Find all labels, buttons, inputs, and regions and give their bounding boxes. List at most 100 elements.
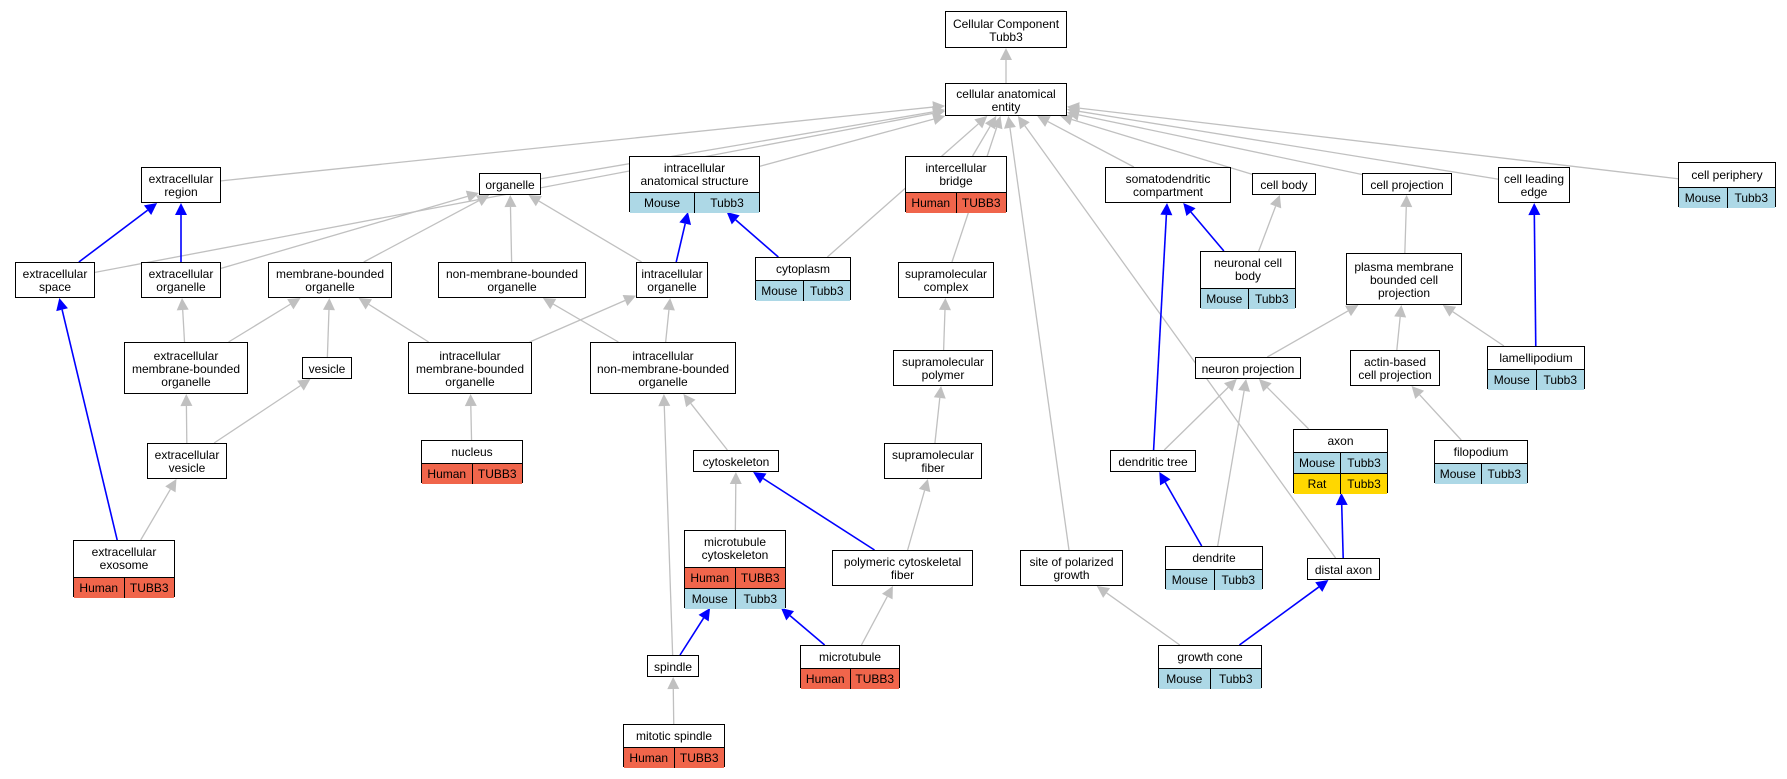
arrowhead <box>165 479 177 493</box>
species-cell: Rat <box>1294 474 1340 494</box>
node-label: cell periphery <box>1691 167 1763 182</box>
edge-lamelli-to-leading <box>1533 214 1537 347</box>
node-label: microtubule <box>818 649 882 664</box>
arrowhead <box>881 586 893 600</box>
arrowhead <box>918 479 931 493</box>
gene-cell: TUBB3 <box>123 578 174 598</box>
gene-cell: Tubb3 <box>1726 188 1775 208</box>
species-cell: Human <box>685 568 735 588</box>
node-polgrowth: site of polarized growth <box>1020 550 1123 586</box>
arrowhead <box>622 294 636 306</box>
node-label: cytoskeleton <box>702 454 770 469</box>
node-label: extracellular membrane-bounded organelle <box>131 348 241 389</box>
arrowhead <box>1315 580 1329 592</box>
edge-nmbo-to-organelle <box>509 206 513 263</box>
arrowhead <box>175 203 187 215</box>
edge-intorg-to-organelle <box>538 200 642 263</box>
edge-cellbody-to-cae <box>1071 118 1253 175</box>
species-cell: Mouse <box>756 281 803 301</box>
edge-actin-to-pmbcp <box>1396 316 1401 351</box>
gene-cell: TUBB3 <box>471 464 522 484</box>
node-label: vesicle <box>308 361 346 376</box>
species-cell: Human <box>74 578 124 598</box>
node-label: neuronal cell body <box>1213 256 1283 283</box>
gene-cell: TUBB3 <box>673 748 724 768</box>
node-label: intracellular anatomical structure <box>640 160 749 188</box>
node-leading: cell leading edge <box>1498 167 1570 203</box>
node-label: nucleus <box>451 444 493 459</box>
node-label: neuron projection <box>1201 361 1295 376</box>
edge-dendrite-to-dtree <box>1164 482 1203 547</box>
gene-cell: Tubb3 <box>1247 289 1295 309</box>
node-dtree: dendritic tree <box>1110 450 1196 472</box>
node-label: intracellular non-membrane-bounded organ… <box>596 348 730 389</box>
edge-imbo-to-intorg <box>529 299 626 343</box>
edge-ibridge-to-cae <box>972 125 991 157</box>
node-distaxon: distal axon <box>1307 558 1380 580</box>
edge-filo-to-actin <box>1419 394 1462 441</box>
species-cell: Mouse <box>630 193 694 213</box>
arrowhead <box>528 195 542 207</box>
species-cell: Mouse <box>685 589 735 609</box>
node-label: extracellular region <box>148 172 214 199</box>
node-label: Cellular Component Tubb3 <box>952 16 1060 44</box>
gene-cell: Tubb3 <box>802 281 850 301</box>
edge-intorg-to-ias <box>675 223 686 263</box>
species-cell: Mouse <box>1435 464 1481 484</box>
arrowhead <box>1394 305 1407 318</box>
node-label: supramolecular complex <box>904 267 988 294</box>
edge-somato-to-cae <box>1047 121 1135 168</box>
arrowhead <box>475 195 490 206</box>
node-label: cytoplasm <box>775 261 831 276</box>
edge-dendrite-to-nproj <box>1217 390 1245 547</box>
arrowhead <box>781 608 795 621</box>
edge-embo-to-mbo <box>228 303 291 343</box>
arrowhead <box>1160 203 1173 216</box>
node-label: site of polarized growth <box>1029 555 1114 582</box>
arrowhead <box>465 190 479 203</box>
arrowhead <box>297 379 311 391</box>
arrowhead <box>933 386 946 399</box>
arrowhead <box>143 203 158 216</box>
edge-spindle-to-mtcyto <box>679 617 705 656</box>
arrowhead <box>1335 493 1348 506</box>
edge-inmbo-to-intorg <box>665 309 670 343</box>
edge-polgrowth-to-cae <box>1009 127 1070 551</box>
arrowhead <box>180 394 193 407</box>
node-label: plasma membrane bounded cell projection <box>1354 259 1454 300</box>
species-cell: Mouse <box>1201 289 1248 309</box>
edge-mbo-to-organelle <box>363 200 480 263</box>
gene-cell: Tubb3 <box>1209 669 1261 689</box>
node-label: microtubule cytoskeleton <box>701 535 769 562</box>
arrowhead <box>1238 379 1251 392</box>
node-root: Cellular Component Tubb3 <box>945 11 1067 48</box>
edge-dtree-to-somato <box>1152 214 1168 451</box>
node-organelle: organelle <box>479 173 541 195</box>
edge-cytoplasm-to-cae <box>826 123 979 258</box>
edge-leading-to-cae <box>1078 110 1499 180</box>
node-label: organelle <box>485 177 535 192</box>
edge-inmbo-to-nmbo <box>552 303 619 343</box>
edge-embo-to-extorg <box>182 309 186 343</box>
node-label: actin-based cell projection <box>1358 355 1432 382</box>
node-imbo: intracellular membrane-bounded organelle <box>408 342 532 394</box>
species-cell: Mouse <box>1488 370 1536 390</box>
gene-cell: Tubb3 <box>1340 453 1387 473</box>
arrowhead <box>932 107 945 120</box>
arrowhead <box>1528 203 1541 216</box>
